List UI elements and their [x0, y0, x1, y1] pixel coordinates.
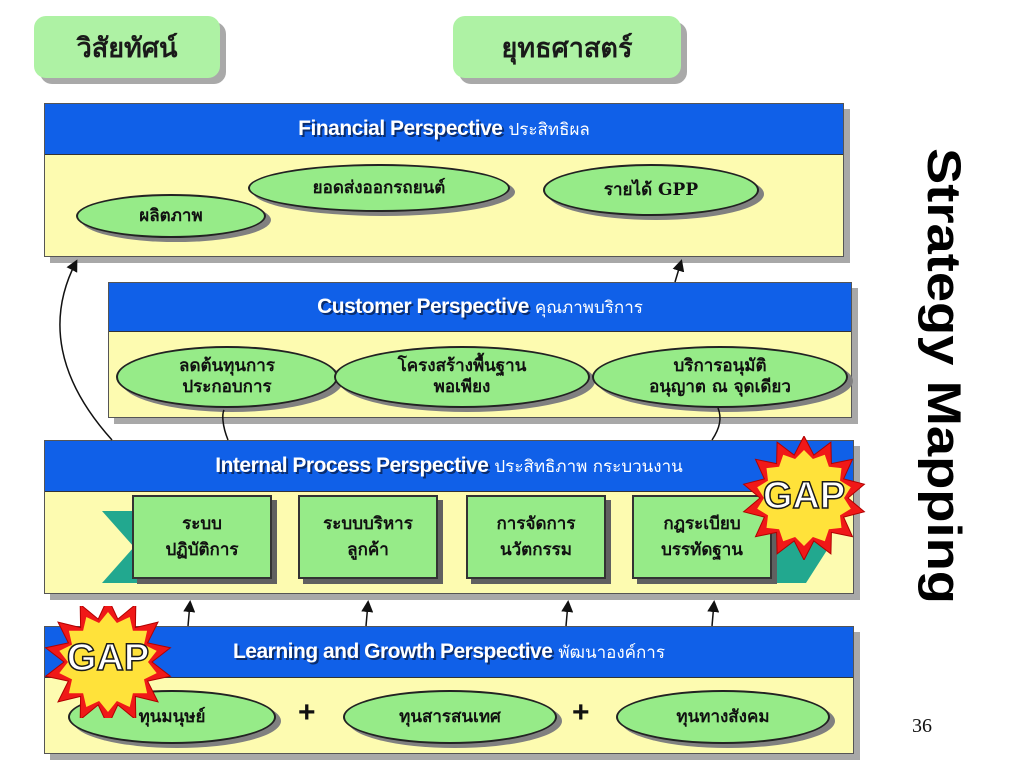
financial-title: Financial Perspective [298, 117, 503, 140]
page-number: 36 [912, 715, 932, 737]
financial-item: ผลิตภาพ [76, 194, 266, 238]
internal-header: Internal Process Perspective ประสิทธิภาพ… [45, 441, 853, 492]
gap-burst-icon [742, 436, 866, 560]
customer-subtitle: คุณภาพบริการ [534, 297, 643, 318]
plus-sign: + [298, 696, 316, 729]
financial-subtitle: ประสิทธิผล [508, 119, 590, 140]
customer-item: โครงสร้างพื้นฐานพอเพียง [334, 346, 590, 408]
learning-title: Learning and Growth Perspective [232, 640, 553, 663]
strategy-mapping-text: Strategy Mapping [918, 148, 966, 604]
process-item: ระบบบริหารลูกค้า [298, 495, 438, 579]
vision-box: วิสัยทัศน์ [34, 16, 220, 78]
process-item: ระบบปฏิบัติการ [132, 495, 272, 579]
gap-label: GAP [762, 474, 846, 518]
customer-header: Customer Perspective คุณภาพบริการ [109, 283, 851, 332]
plus-sign: + [572, 696, 590, 729]
customer-item: บริการอนุมัติอนุญาต ณ จุดเดียว [592, 346, 848, 408]
strategy-box: ยุทธศาสตร์ [453, 16, 681, 78]
learning-item: ทุนสารสนเทศ [343, 690, 557, 744]
internal-title: Internal Process Perspective [215, 454, 489, 477]
learning-header: Learning and Growth Perspective พัฒนาองค… [45, 627, 853, 678]
gap-burst-icon [44, 606, 172, 718]
gap-label: GAP [66, 636, 150, 680]
financial-header: Financial Perspective ประสิทธิผล [45, 104, 843, 155]
learning-subtitle: พัฒนาองค์การ [558, 642, 665, 663]
financial-item: ยอดส่งออกรถยนต์ [248, 164, 510, 212]
financial-item: รายได้ GPP [543, 164, 759, 216]
strategy-mapping-title: Strategy Mapping [918, 148, 966, 604]
customer-title: Customer Perspective [317, 295, 529, 318]
strategy-label: ยุทธศาสตร์ [501, 32, 633, 64]
customer-item: ลดต้นทุนการประกอบการ [116, 346, 338, 408]
vision-label: วิสัยทัศน์ [76, 32, 178, 64]
process-item: การจัดการนวัตกรรม [466, 495, 606, 579]
learning-item: ทุนทางสังคม [616, 690, 830, 744]
internal-subtitle: ประสิทธิภาพ กระบวนงาน [494, 456, 683, 477]
